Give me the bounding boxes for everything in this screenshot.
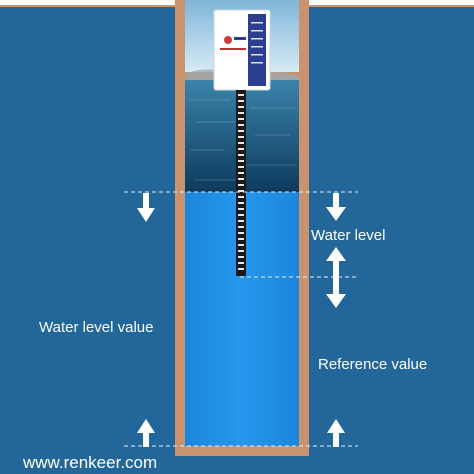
arrow-down-icon xyxy=(137,193,155,222)
gauge-tick xyxy=(238,226,244,228)
gauge-tick xyxy=(238,112,244,114)
surface-line-left xyxy=(0,5,176,7)
gauge-tick xyxy=(238,232,244,234)
gauge-tick xyxy=(238,250,244,252)
gauge-tick xyxy=(238,256,244,258)
gauge-tick xyxy=(238,190,244,192)
gauge-tick xyxy=(238,142,244,144)
gauge-body xyxy=(236,90,246,276)
staff-gauge-icon xyxy=(236,90,246,276)
gauge-tick xyxy=(238,214,244,216)
gauge-tick xyxy=(238,148,244,150)
gauge-tick xyxy=(238,94,244,96)
gauge-tick xyxy=(238,136,244,138)
gauge-tick xyxy=(238,130,244,132)
sea-ripples xyxy=(190,99,296,181)
double-arrow-icon xyxy=(326,247,346,308)
website-link[interactable]: www.renkeer.com xyxy=(23,453,158,472)
gauge-tick xyxy=(238,262,244,264)
arrow-down-icon xyxy=(326,193,346,221)
gauge-tick xyxy=(238,244,244,246)
gauge-tick xyxy=(238,208,244,210)
gauge-tick xyxy=(238,124,244,126)
gauge-tick xyxy=(238,184,244,186)
gauge-tick xyxy=(238,118,244,120)
surface-line-right xyxy=(300,5,474,7)
gauge-tick xyxy=(238,202,244,204)
label-water-level: Water level xyxy=(311,227,386,244)
gauge-tick xyxy=(238,160,244,162)
gauge-tick xyxy=(238,220,244,222)
arrows xyxy=(137,193,346,447)
gauge-tick xyxy=(238,166,244,168)
gauge-tick xyxy=(238,154,244,156)
gauge-tick xyxy=(238,268,244,270)
arrow-up-icon xyxy=(327,419,345,447)
label-water-level-value: Water level value xyxy=(39,319,154,336)
gauge-tick xyxy=(238,178,244,180)
gauge-tick xyxy=(238,172,244,174)
label-reference-value: Reference value xyxy=(318,356,428,373)
gauge-tick xyxy=(238,196,244,198)
gauge-tick xyxy=(238,100,244,102)
arrow-up-icon xyxy=(137,419,155,447)
gauge-tick xyxy=(238,106,244,108)
radar-water-level-sensor-icon xyxy=(213,9,271,91)
gauge-tick xyxy=(238,238,244,240)
